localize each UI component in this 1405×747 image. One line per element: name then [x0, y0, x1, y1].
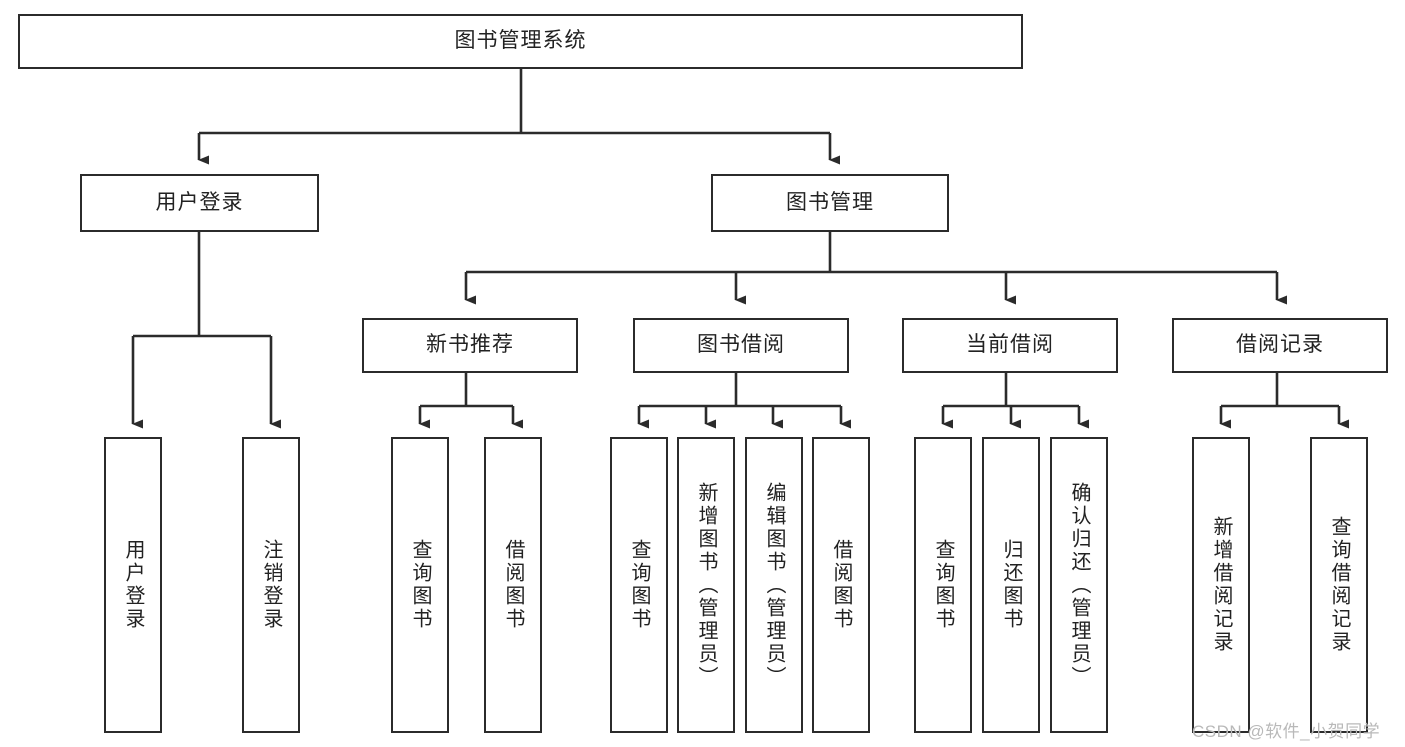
node-leaf-query-book-1[interactable]: 查询图书 [391, 437, 449, 733]
node-leaf-logout-login-label: 注销登录 [260, 539, 282, 631]
node-leaf-query-book-1-label: 查询图书 [409, 539, 431, 631]
node-root-system-label: 图书管理系统 [454, 29, 587, 53]
user-login-to-leaves-connectors [131, 232, 281, 429]
node-leaf-query-record[interactable]: 查询借阅记录 [1310, 437, 1368, 733]
node-borrow-record[interactable]: 借阅记录 [1172, 318, 1388, 373]
node-leaf-query-book-3-label: 查询图书 [932, 539, 954, 631]
node-user-login[interactable]: 用户登录 [80, 174, 319, 232]
node-leaf-add-record-label: 新增借阅记录 [1210, 516, 1232, 654]
node-book-borrow[interactable]: 图书借阅 [633, 318, 849, 373]
node-book-manage[interactable]: 图书管理 [711, 174, 949, 232]
node-leaf-user-login-label: 用户登录 [122, 539, 144, 631]
node-leaf-edit-book-label: 编辑图书（管理员） [763, 481, 785, 689]
node-leaf-add-record[interactable]: 新增借阅记录 [1192, 437, 1250, 733]
root-to-level2-connectors [197, 69, 840, 165]
node-current-borrow-label: 当前借阅 [966, 333, 1054, 357]
node-leaf-confirm-return-label: 确认归还（管理员） [1068, 481, 1090, 689]
node-leaf-user-login[interactable]: 用户登录 [104, 437, 162, 733]
node-book-borrow-label: 图书借阅 [697, 333, 785, 357]
borrow-record-to-leaves-connectors [1219, 373, 1349, 429]
node-leaf-borrow-book-1-label: 借阅图书 [502, 539, 524, 631]
node-leaf-return-book[interactable]: 归还图书 [982, 437, 1040, 733]
book-borrow-to-leaves-connectors [637, 373, 851, 429]
node-leaf-query-book-2[interactable]: 查询图书 [610, 437, 668, 733]
new-book-recommend-to-leaves-connectors [418, 373, 523, 429]
node-leaf-add-book[interactable]: 新增图书（管理员） [677, 437, 735, 733]
node-leaf-borrow-book-1[interactable]: 借阅图书 [484, 437, 542, 733]
node-new-book-recommend[interactable]: 新书推荐 [362, 318, 578, 373]
node-leaf-confirm-return[interactable]: 确认归还（管理员） [1050, 437, 1108, 733]
node-borrow-record-label: 借阅记录 [1236, 333, 1324, 357]
node-user-login-label: 用户登录 [155, 190, 244, 214]
node-leaf-return-book-label: 归还图书 [1000, 539, 1022, 631]
node-new-book-recommend-label: 新书推荐 [426, 333, 514, 357]
node-current-borrow[interactable]: 当前借阅 [902, 318, 1118, 373]
node-book-manage-label: 图书管理 [786, 190, 874, 214]
book-manage-to-level3-connectors [464, 232, 1287, 305]
node-leaf-logout-login[interactable]: 注销登录 [242, 437, 300, 733]
node-leaf-query-book-3[interactable]: 查询图书 [914, 437, 972, 733]
node-leaf-query-record-label: 查询借阅记录 [1328, 516, 1350, 654]
node-leaf-query-book-2-label: 查询图书 [628, 539, 650, 631]
node-root-system[interactable]: 图书管理系统 [18, 14, 1023, 69]
node-leaf-edit-book[interactable]: 编辑图书（管理员） [745, 437, 803, 733]
node-leaf-borrow-book-2[interactable]: 借阅图书 [812, 437, 870, 733]
current-borrow-to-leaves-connectors [941, 373, 1089, 429]
node-leaf-borrow-book-2-label: 借阅图书 [830, 539, 852, 631]
node-leaf-add-book-label: 新增图书（管理员） [695, 481, 717, 689]
